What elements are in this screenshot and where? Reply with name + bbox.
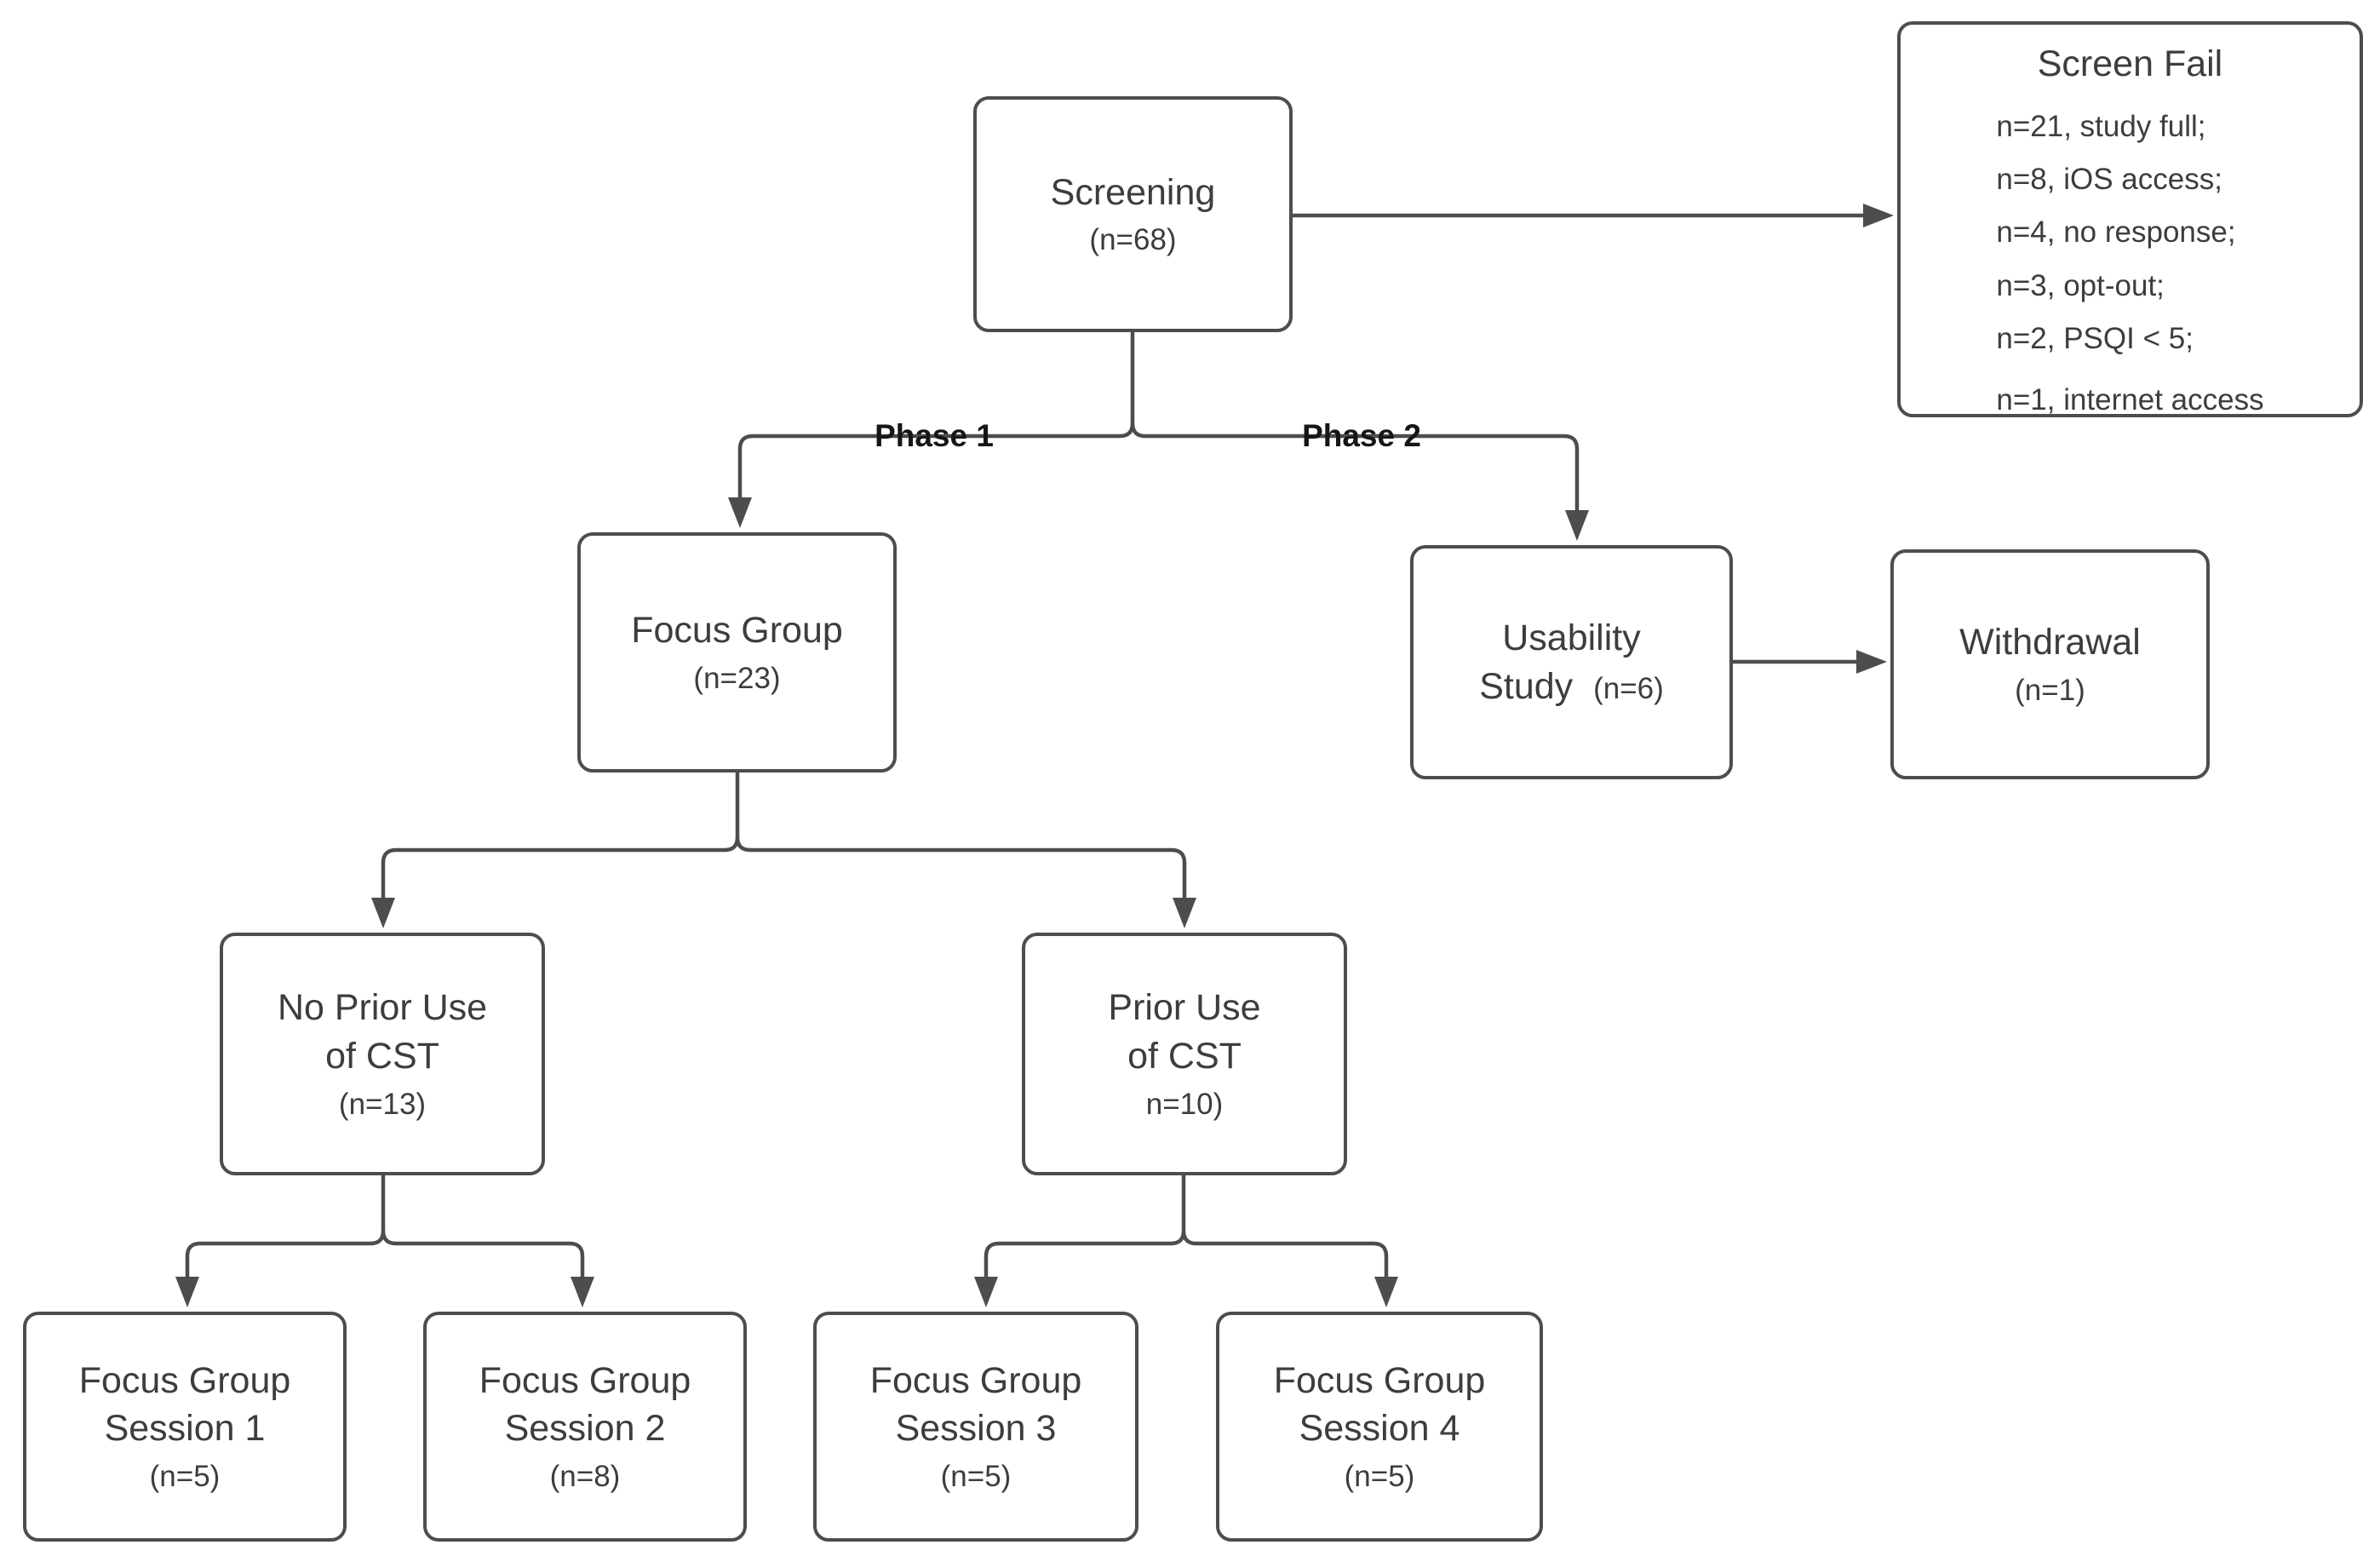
session3-line1: Focus Group xyxy=(869,1359,1082,1401)
no-prior-n: (n=13) xyxy=(338,1087,427,1121)
arrowhead-withdrawal xyxy=(1856,650,1887,674)
session4-n: (n=5) xyxy=(1344,1460,1415,1494)
usability-study-word: Study xyxy=(1479,665,1574,707)
node-no-prior-use: No Prior Use of CST (n=13) xyxy=(220,933,545,1175)
screen-fail-reason: n=21, study full; xyxy=(1996,109,2206,143)
prior-line1: Prior Use xyxy=(1108,987,1261,1029)
withdrawal-title: Withdrawal xyxy=(1959,622,2141,663)
node-session-1: Focus Group Session 1 (n=5) xyxy=(23,1312,347,1542)
session2-line1: Focus Group xyxy=(479,1359,691,1401)
edge-noprior-session2 xyxy=(381,1230,585,1278)
node-session-2: Focus Group Session 2 (n=8) xyxy=(423,1312,747,1542)
prior-n: n=10) xyxy=(1145,1087,1224,1121)
screen-fail-title: Screen Fail xyxy=(2037,43,2223,84)
screening-n: (n=68) xyxy=(1089,223,1177,257)
screen-fail-reason: n=4, no response; xyxy=(1996,215,2236,250)
node-session-4: Focus Group Session 4 (n=5) xyxy=(1216,1312,1543,1542)
node-session-3: Focus Group Session 3 (n=5) xyxy=(813,1312,1138,1542)
session4-line1: Focus Group xyxy=(1273,1359,1486,1401)
edge-screening-phase2 xyxy=(1130,422,1580,511)
node-screening: Screening (n=68) xyxy=(973,96,1293,332)
no-prior-line2: of CST xyxy=(325,1035,439,1077)
edge-focusgroup-noprior xyxy=(381,772,740,899)
usability-n: (n=6) xyxy=(1593,671,1664,705)
arrowhead-prior xyxy=(1173,898,1196,928)
withdrawal-n: (n=1) xyxy=(2015,673,2085,707)
edge-prior-session3 xyxy=(984,1175,1186,1278)
arrowhead-session4 xyxy=(1374,1277,1398,1307)
node-withdrawal: Withdrawal (n=1) xyxy=(1890,549,2210,779)
arrowhead-screenfail xyxy=(1863,204,1894,227)
session3-n: (n=5) xyxy=(940,1460,1012,1494)
session3-line2: Session 3 xyxy=(895,1408,1057,1450)
arrowhead-focusgroup xyxy=(728,497,752,528)
node-screen-fail: Screen Fail n=21, study full; n=8, iOS a… xyxy=(1897,21,2363,417)
node-prior-use: Prior Use of CST n=10) xyxy=(1022,933,1347,1175)
edge-focusgroup-prior xyxy=(735,836,1187,899)
session4-line2: Session 4 xyxy=(1299,1408,1460,1450)
session1-line1: Focus Group xyxy=(78,1359,291,1401)
focus-group-n: (n=23) xyxy=(693,661,781,695)
prior-line2: of CST xyxy=(1127,1035,1242,1077)
usability-line2: Study (n=6) xyxy=(1479,663,1664,711)
session1-n: (n=5) xyxy=(149,1460,221,1494)
usability-line1: Usability xyxy=(1502,617,1641,658)
edge-prior-session4 xyxy=(1181,1230,1389,1278)
edge-screening-phase1 xyxy=(737,332,1135,498)
arrowhead-usability xyxy=(1565,510,1589,541)
node-usability-study: Usability Study (n=6) xyxy=(1410,545,1733,779)
no-prior-line1: No Prior Use xyxy=(277,987,488,1029)
focus-group-title: Focus Group xyxy=(631,610,843,651)
node-focus-group: Focus Group (n=23) xyxy=(577,532,897,772)
phase2-label: Phase 2 xyxy=(1302,418,1421,453)
arrowhead-session1 xyxy=(175,1277,199,1307)
arrowhead-noprior xyxy=(371,898,395,928)
screen-fail-reason: n=2, PSQI < 5; xyxy=(1996,321,2194,355)
screen-fail-reason: n=1, internet access xyxy=(1996,383,2264,417)
screen-fail-reasons: n=21, study full; n=8, iOS access; n=4, … xyxy=(1996,101,2263,428)
screening-title: Screening xyxy=(1050,171,1216,213)
session2-n: (n=8) xyxy=(549,1460,621,1494)
screen-fail-reason: n=3, opt-out; xyxy=(1996,268,2165,302)
session1-line2: Session 1 xyxy=(104,1408,266,1450)
edge-noprior-session1 xyxy=(185,1175,386,1278)
arrowhead-session2 xyxy=(571,1277,594,1307)
phase1-label: Phase 1 xyxy=(875,418,994,453)
session2-line2: Session 2 xyxy=(504,1408,666,1450)
arrowhead-session3 xyxy=(974,1277,998,1307)
screen-fail-reason: n=8, iOS access; xyxy=(1996,163,2222,197)
